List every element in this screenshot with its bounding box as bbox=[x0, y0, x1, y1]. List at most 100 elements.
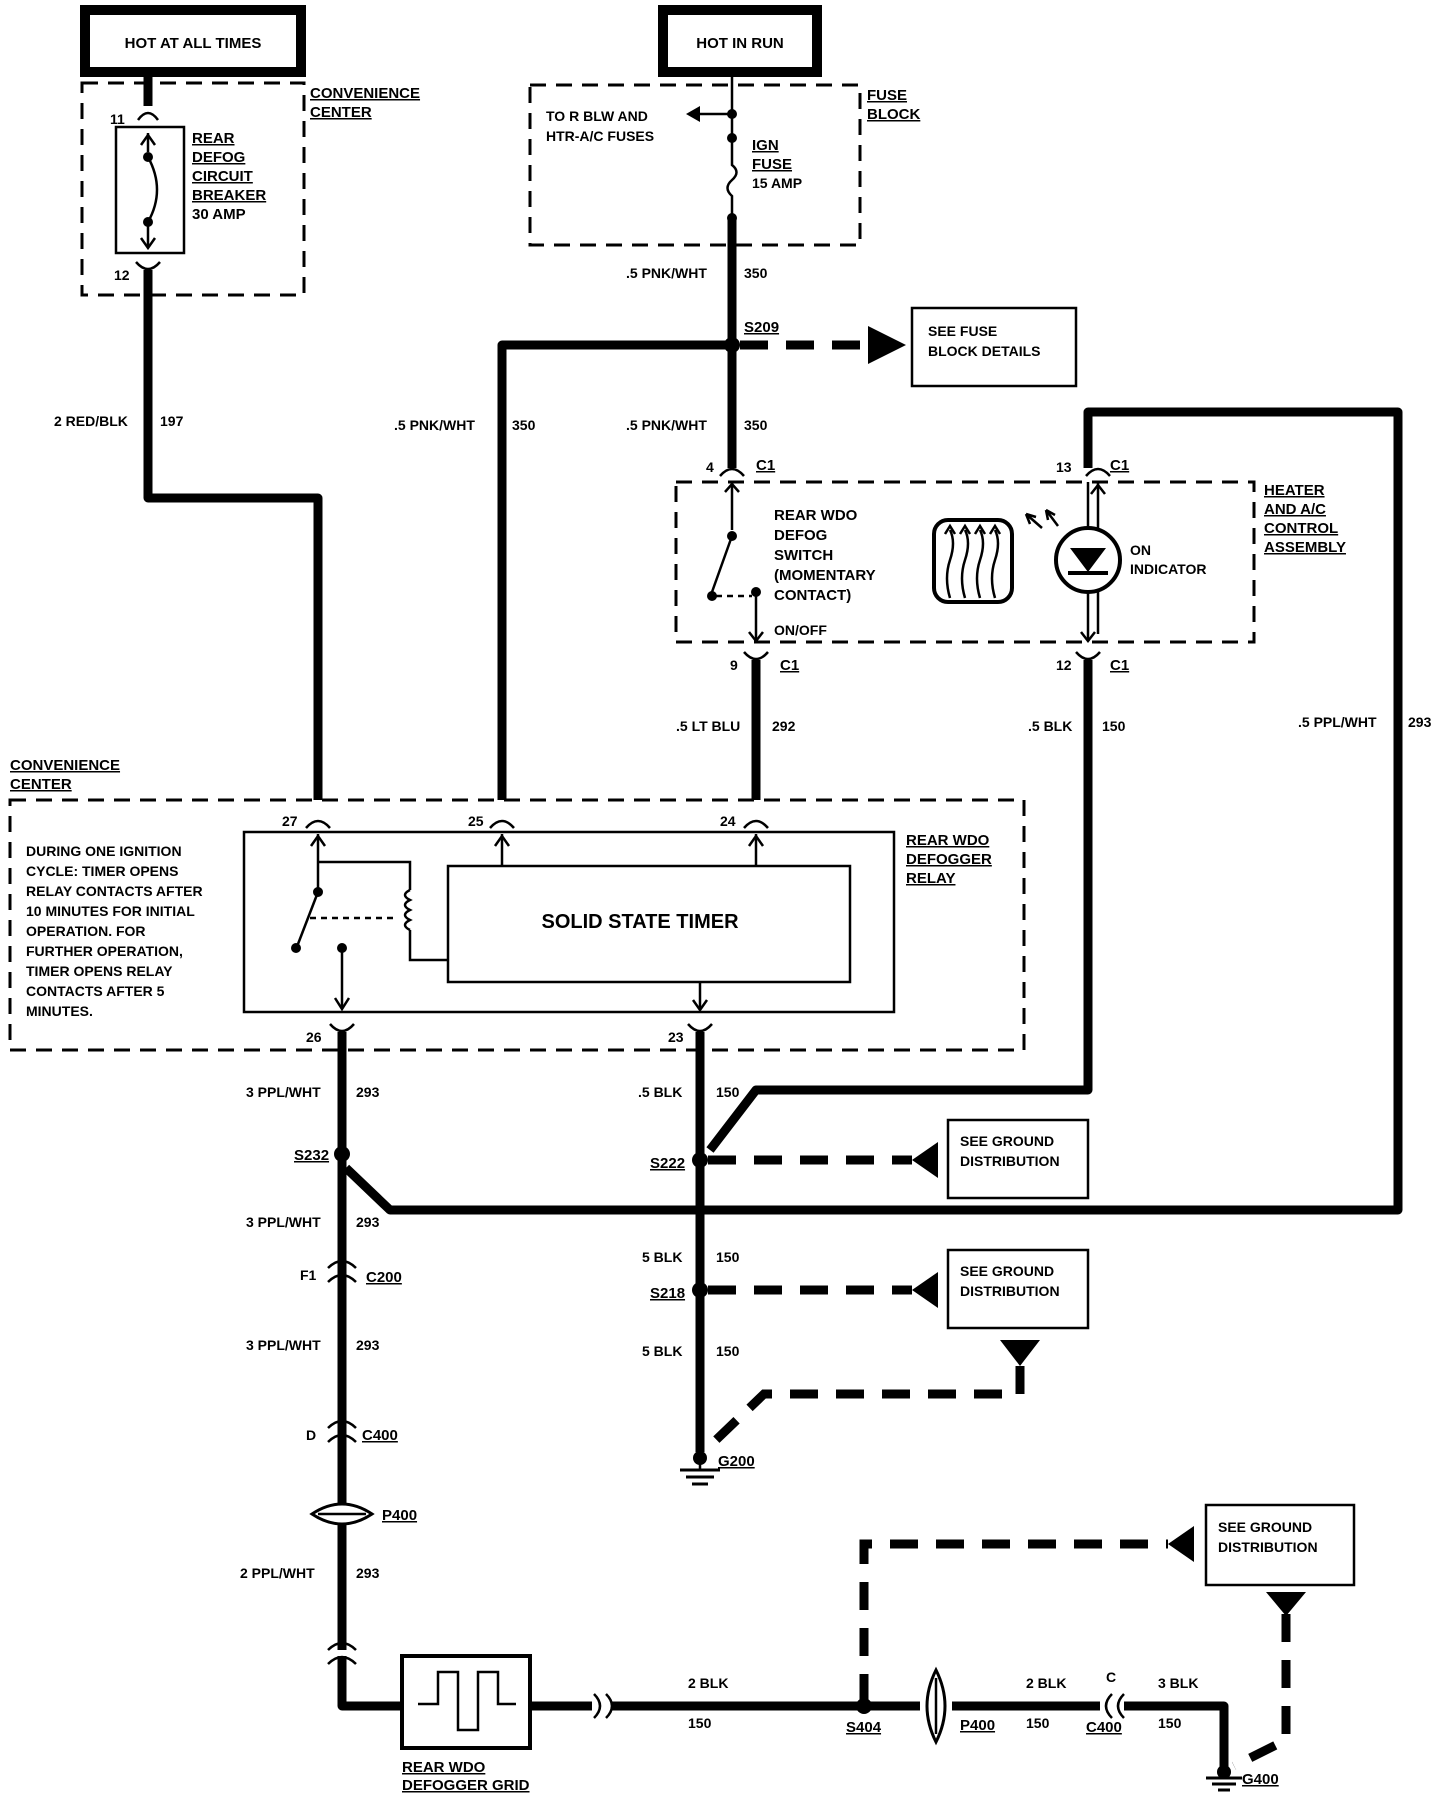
wire-2blk-size-2: 2 BLK bbox=[1026, 1675, 1066, 1691]
wire-293c-num: 293 bbox=[356, 1565, 380, 1581]
relay-title-1: REAR WDO bbox=[906, 832, 990, 849]
to-fuses-label-1: TO R BLW AND bbox=[546, 108, 648, 124]
connector-c400-label: C400 bbox=[362, 1427, 398, 1444]
connector-c200 bbox=[327, 1259, 357, 1283]
hvac-control-box bbox=[674, 480, 1256, 644]
convenience-center-title: CONVENIENCE bbox=[310, 85, 420, 102]
wire-350-num-3: 350 bbox=[744, 417, 768, 433]
svg-text:FURTHER OPERATION,: FURTHER OPERATION, bbox=[26, 943, 183, 959]
hvac-c1-c: C1 bbox=[780, 657, 799, 674]
pin-11-mark bbox=[136, 111, 160, 121]
wire-2blk-num-2: 150 bbox=[1026, 1715, 1050, 1731]
connector-c-c400 bbox=[1104, 1693, 1125, 1719]
ground-g200-label: G200 bbox=[718, 1453, 755, 1470]
wire-350-size-3: .5 PNK/WHT bbox=[626, 417, 707, 433]
convenience-center-title-2: CENTER bbox=[310, 104, 372, 121]
to-fuses-label-2: HTR-A/C FUSES bbox=[546, 128, 654, 144]
wire-293b-num-2: 293 bbox=[356, 1214, 380, 1230]
switch-label-3: SWITCH bbox=[774, 547, 833, 564]
relay-note: DURING ONE IGNITION CYCLE: TIMER OPENS R… bbox=[26, 843, 203, 1019]
grid-label-1: REAR WDO bbox=[402, 1759, 486, 1776]
breaker-label-4: BREAKER bbox=[192, 187, 266, 204]
connector-p400-label-a: P400 bbox=[382, 1507, 417, 1524]
wire-150c-num-2: 150 bbox=[716, 1343, 740, 1359]
wire-293b-size-2: 3 PPL/WHT bbox=[246, 1214, 321, 1230]
switch-label-4: (MOMENTARY bbox=[774, 567, 876, 584]
splice-s404-label: S404 bbox=[846, 1719, 882, 1736]
hvac-pin-4: 4 bbox=[706, 459, 714, 475]
see-ground-3-label-2: DISTRIBUTION bbox=[1218, 1539, 1318, 1555]
wire-150c-num-1: 150 bbox=[716, 1249, 740, 1265]
ign-fuse-label-1: IGN bbox=[752, 137, 779, 154]
relay-title-3: RELAY bbox=[906, 870, 955, 887]
dash-ground-g200 bbox=[712, 1366, 1025, 1444]
circuit-breaker-symbol bbox=[114, 125, 186, 255]
relay-contact bbox=[296, 891, 320, 945]
wire-197-size: 2 RED/BLK bbox=[54, 413, 128, 429]
wire-350-size-2: .5 PNK/WHT bbox=[394, 417, 475, 433]
connector-c200-label: C200 bbox=[366, 1269, 402, 1286]
svg-text:DURING ONE IGNITION: DURING ONE IGNITION bbox=[26, 843, 182, 859]
svg-text:TIMER OPENS RELAY: TIMER OPENS RELAY bbox=[26, 963, 173, 979]
hvac-c1-a: C1 bbox=[756, 457, 775, 474]
hvac-c1-b: C1 bbox=[1110, 457, 1129, 474]
convenience-center-top-box bbox=[80, 81, 306, 297]
hot-at-all-times-label: HOT AT ALL TIMES bbox=[125, 35, 262, 52]
fuse-block-title: FUSE bbox=[867, 87, 907, 104]
wire-293b-size-3: 3 PPL/WHT bbox=[246, 1337, 321, 1353]
see-fuse-label-1: SEE FUSE bbox=[928, 323, 997, 339]
wire-293a-num: 293 bbox=[1408, 714, 1432, 730]
hvac-pin-12: 12 bbox=[1056, 657, 1072, 673]
connector-p400-label-b: P400 bbox=[960, 1717, 995, 1734]
breaker-label-2: DEFOG bbox=[192, 149, 245, 166]
fuse-block-box bbox=[528, 83, 862, 247]
relay-coil bbox=[403, 888, 413, 932]
relay-cc-title-2: CENTER bbox=[10, 776, 72, 793]
wire-293b-num-1: 293 bbox=[356, 1084, 380, 1100]
fuse-block-title-2: BLOCK bbox=[867, 106, 920, 123]
wire-150b-size: .5 BLK bbox=[638, 1084, 682, 1100]
connector-p400-b bbox=[925, 1666, 947, 1746]
wire-292-size: .5 LT BLU bbox=[676, 718, 740, 734]
splice-s232-label: S232 bbox=[294, 1147, 329, 1164]
see-ground-3-label-1: SEE GROUND bbox=[1218, 1519, 1312, 1535]
relay-pin-25: 25 bbox=[468, 813, 484, 829]
splice-s209-label: S209 bbox=[744, 319, 779, 336]
relay-cc-title-1: CONVENIENCE bbox=[10, 757, 120, 774]
svg-text:CONTACTS AFTER 5: CONTACTS AFTER 5 bbox=[26, 983, 165, 999]
see-fuse-label-2: BLOCK DETAILS bbox=[928, 343, 1041, 359]
relay-title-2: DEFOGGER bbox=[906, 851, 992, 868]
solid-state-timer-label: SOLID STATE TIMER bbox=[541, 911, 739, 933]
splice-s232 bbox=[334, 1146, 350, 1162]
hot-at-all-times-box: HOT AT ALL TIMES bbox=[80, 5, 306, 77]
svg-text:10 MINUTES FOR INITIAL: 10 MINUTES FOR INITIAL bbox=[26, 903, 195, 919]
wire-293b-size-1: 3 PPL/WHT bbox=[246, 1084, 321, 1100]
hot-in-run-box: HOT IN RUN bbox=[658, 5, 822, 77]
wire-3blk-150 bbox=[1124, 1701, 1229, 1770]
ign-fuse-label-2: FUSE bbox=[752, 156, 792, 173]
ign-fuse-rating: 15 AMP bbox=[752, 175, 802, 191]
ground-g400-label: G400 bbox=[1242, 1771, 1279, 1788]
wire-2blk-size-1: 2 BLK bbox=[688, 1675, 728, 1691]
grid-label-2: DEFOGGER GRID bbox=[402, 1777, 530, 1794]
wire-197 bbox=[143, 270, 323, 800]
relay-pin-23: 23 bbox=[668, 1029, 684, 1045]
wire-350-num-1: 350 bbox=[744, 265, 768, 281]
wire-293a-size: .5 PPL/WHT bbox=[1298, 714, 1377, 730]
splice-s218-label: S218 bbox=[650, 1285, 685, 1302]
indicator-label-2: INDICATOR bbox=[1130, 561, 1206, 577]
on-off-label: ON/OFF bbox=[774, 622, 827, 638]
switch-label-5: CONTACT) bbox=[774, 587, 851, 604]
wire-350-size-1: .5 PNK/WHT bbox=[626, 265, 707, 281]
breaker-label-1: REAR bbox=[192, 130, 235, 147]
wire-292-num: 292 bbox=[772, 718, 796, 734]
wire-150c-size-2: 5 BLK bbox=[642, 1343, 682, 1359]
wire-3blk-size: 3 BLK bbox=[1158, 1675, 1198, 1691]
rear-defog-switch[interactable] bbox=[710, 535, 734, 593]
arrow-to-fuses bbox=[686, 106, 700, 122]
switch-label-1: REAR WDO bbox=[774, 507, 858, 524]
hvac-title-3: CONTROL bbox=[1264, 520, 1338, 537]
see-ground-distribution-box-1 bbox=[946, 1118, 1090, 1200]
see-ground-2-label-2: DISTRIBUTION bbox=[960, 1283, 1060, 1299]
